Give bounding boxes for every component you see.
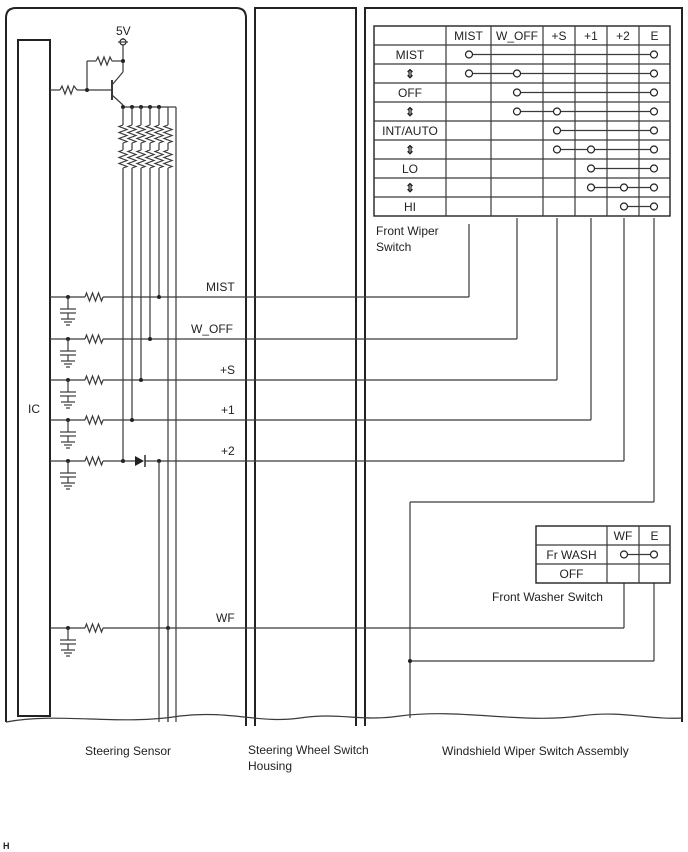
signal-label: +2 <box>221 444 235 458</box>
contact-terminal <box>586 164 596 173</box>
supply-circuit: 5V <box>50 24 168 109</box>
washer-row-label: OFF <box>560 567 584 581</box>
contact-terminal <box>619 550 629 559</box>
ic-block: IC <box>17 39 51 717</box>
contact-terminal <box>512 69 522 78</box>
contact-terminal <box>586 183 596 192</box>
contact-terminal <box>464 69 474 78</box>
washer-column-header: WF <box>614 529 633 543</box>
wiper-column-header: +2 <box>616 29 630 43</box>
wiper-caption-2: Switch <box>376 240 411 254</box>
signal-label: MIST <box>206 280 235 294</box>
contact-terminal <box>649 107 659 116</box>
wiper-row-label: LO <box>402 162 418 176</box>
wiper-row-label: ⇕ <box>405 181 415 195</box>
contact-terminal <box>552 107 562 116</box>
assembly-label: Windshield Wiper Switch Assembly <box>442 744 629 758</box>
wiper-row-label: HI <box>404 200 416 214</box>
signal-label: +S <box>220 363 235 377</box>
contact-terminal <box>649 164 659 173</box>
ic-label: IC <box>28 402 40 416</box>
contact-terminal <box>649 145 659 154</box>
pullup-resistor <box>153 149 165 169</box>
washer-caption: Front Washer Switch <box>492 590 603 604</box>
signal-label: WF <box>216 611 235 625</box>
pullup-resistor <box>144 149 156 169</box>
series-resistor <box>84 622 104 634</box>
contact-terminal <box>512 88 522 97</box>
wiper-column-header: MIST <box>454 29 483 43</box>
wiper-column-header: +1 <box>584 29 598 43</box>
pullup-resistor <box>153 124 165 144</box>
series-resistor <box>84 374 104 386</box>
wiper-column-header: E <box>650 29 658 43</box>
wiper-caption-1: Front Wiper <box>376 224 439 238</box>
front-wiper-switch-table: MIST W_OFF +S +1 +2 E MIST ⇕ OFF ⇕ INT/AUTO ⇕ LO ⇕ HI <box>373 25 671 217</box>
series-resistor <box>84 333 104 345</box>
contact-terminal <box>512 107 522 116</box>
wiper-row-label: ⇕ <box>405 143 415 157</box>
steering-sensor-frame <box>5 7 247 726</box>
wiper-column-header: W_OFF <box>496 29 538 43</box>
housing-label-1: Steering Wheel Switch <box>248 743 369 757</box>
pullup-resistor <box>126 149 138 169</box>
supply-label: 5V <box>116 24 131 38</box>
pullup-resistor <box>162 124 174 144</box>
housing-frame <box>254 7 357 726</box>
signal-label: +1 <box>221 403 235 417</box>
pullup-resistor <box>135 149 147 169</box>
contact-terminal <box>552 145 562 154</box>
wiper-row-label: ⇕ <box>405 67 415 81</box>
signal-label: W_OFF <box>191 322 233 336</box>
contact-terminal <box>619 183 629 192</box>
contact-terminal <box>649 126 659 135</box>
contact-terminal <box>619 202 629 211</box>
contact-terminal <box>649 88 659 97</box>
pullup-resistor <box>162 149 174 169</box>
washer-row-label: Fr WASH <box>546 548 596 562</box>
diode <box>135 456 144 466</box>
housing-label-2: Housing <box>248 759 292 773</box>
contact-terminal <box>649 50 659 59</box>
contact-terminal <box>649 183 659 192</box>
footer-mark: H <box>3 841 10 851</box>
wiper-column-header: +S <box>551 29 566 43</box>
pullup-resistors <box>117 106 177 722</box>
pullup-resistor <box>117 149 129 169</box>
contact-terminal <box>649 202 659 211</box>
steering-sensor-label: Steering Sensor <box>85 744 171 758</box>
washer-column-header: E <box>650 529 658 543</box>
wiper-row-label: INT/AUTO <box>382 124 438 138</box>
contact-terminal <box>464 50 474 59</box>
wiper-row-label: ⇕ <box>405 105 415 119</box>
contact-terminal <box>649 69 659 78</box>
wiper-row-label: MIST <box>396 48 425 62</box>
series-resistor <box>84 291 104 303</box>
pullup-resistor <box>135 124 147 144</box>
pullup-resistor <box>126 124 138 144</box>
pullup-resistor <box>117 124 129 144</box>
series-resistor <box>84 455 104 467</box>
contact-terminal <box>552 126 562 135</box>
contact-terminal <box>586 145 596 154</box>
assembly-frame <box>364 7 683 726</box>
cut-line <box>5 713 683 723</box>
series-resistor <box>84 414 104 426</box>
pullup-resistor <box>144 124 156 144</box>
wiper-row-label: OFF <box>398 86 422 100</box>
front-washer-switch-table: WF E Fr WASH OFF <box>535 525 671 584</box>
signal-lines: MIST W_OFF +S +1 +2WF <box>50 168 655 722</box>
contact-terminal <box>649 550 659 559</box>
